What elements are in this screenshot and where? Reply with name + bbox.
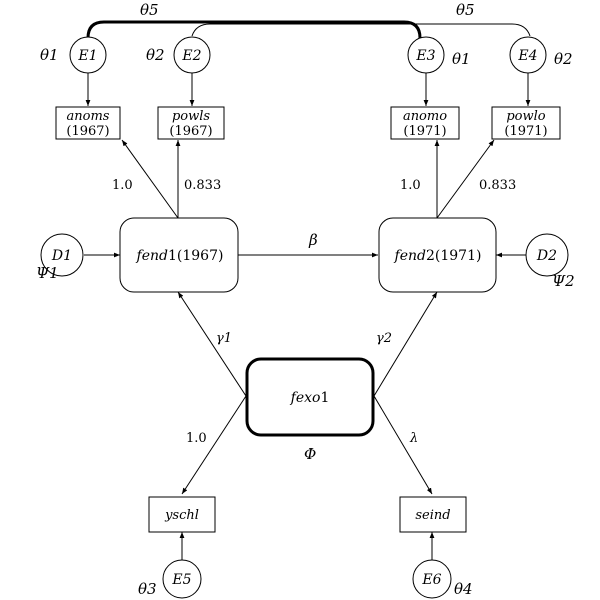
gamma1-label: γ1 [216,331,232,346]
lambda-label: λ [409,431,418,446]
error-node-e2: E2 [173,36,211,74]
indicator-seind: seind [399,496,467,533]
fexo1-name: fexo [290,390,321,406]
latent-fend1: fend1(1967) [119,217,239,293]
edge-fexo1-seind [373,395,433,495]
fexo1-label: fexo1 [290,390,330,406]
disturbance-node-d1: D1 [40,233,84,277]
fend1-num: 1 [168,248,177,264]
fend2-name: fend [394,248,426,264]
d1-label: D1 [51,248,72,264]
loading-fend2-anomo: 1.0 [400,178,421,193]
e4-label: E4 [517,48,537,64]
e3-label: E3 [415,48,435,64]
fend2-label: fend2(1971) [394,248,482,264]
theta5-label-left: θ5 [140,1,159,19]
beta-label: β [308,231,318,249]
powlo-year: (1971) [504,124,547,139]
error-node-e4: E4 [509,36,547,74]
edge-fexo1-fend1 [177,291,247,397]
disturbance-node-d2: D2 [525,233,569,277]
loading-fend1-anoms: 1.0 [112,178,133,193]
d2-label: D2 [536,248,557,264]
fend1-label: fend1(1967) [136,248,224,264]
seind-name: seind [415,508,450,523]
theta1-label-left: θ1 [40,46,59,64]
psi1-label: Ψ1 [36,264,59,282]
loading-fexo1-yschl: 1.0 [186,431,207,446]
e5-label: E5 [171,572,191,588]
latent-fexo1: fexo1 [245,357,375,437]
gamma2-label: γ2 [376,331,392,346]
fend2-year: (1971) [435,248,482,264]
edge-fexo1-fend2 [373,291,438,397]
theta5-covariance-e1-e3 [86,20,422,39]
psi2-label: Ψ2 [552,272,575,290]
anoms-name: anoms [67,109,110,124]
theta3-label: θ3 [138,580,157,598]
fend1-name: fend [136,248,168,264]
theta5-label-right: θ5 [456,1,475,19]
powls-year: (1967) [169,124,212,139]
edge-fexo1-yschl [181,395,247,495]
loading-fend2-powlo: 0.833 [479,178,516,193]
indicator-yschl: yschl [148,496,216,533]
fend2-num: 2 [426,248,435,264]
anomo-year: (1971) [403,124,446,139]
loading-fend1-powls: 0.833 [184,178,221,193]
error-node-e3: E3 [407,36,445,74]
theta4-label: θ4 [454,580,473,598]
anoms-year: (1967) [66,124,109,139]
anomo-name: anomo [403,109,447,124]
indicator-powls: powls (1967) [157,106,225,140]
theta2-label-right: θ2 [554,50,573,68]
theta5-covariance-e2-e4 [191,23,531,37]
theta2-label-left: θ2 [146,46,165,64]
fexo1-num: 1 [320,390,329,406]
yschl-name: yschl [164,508,199,523]
indicator-anoms: anoms (1967) [55,106,121,140]
error-node-e5: E5 [162,559,202,599]
e2-label: E2 [181,48,201,64]
powls-name: powls [172,109,210,124]
latent-fend2: fend2(1971) [378,217,497,293]
error-node-e6: E6 [412,559,452,599]
e6-label: E6 [421,572,441,588]
error-node-e1: E1 [69,36,107,74]
theta1-label-right: θ1 [452,50,471,68]
fend1-year: (1967) [177,248,224,264]
phi-label: Φ [304,445,316,463]
indicator-powlo: powlo (1971) [491,106,561,140]
edge-fend1-anoms [121,139,179,219]
e1-label: E1 [77,48,97,64]
indicator-anomo: anomo (1971) [390,106,460,140]
powlo-name: powlo [506,109,545,124]
edge-fend2-powlo [436,139,495,219]
